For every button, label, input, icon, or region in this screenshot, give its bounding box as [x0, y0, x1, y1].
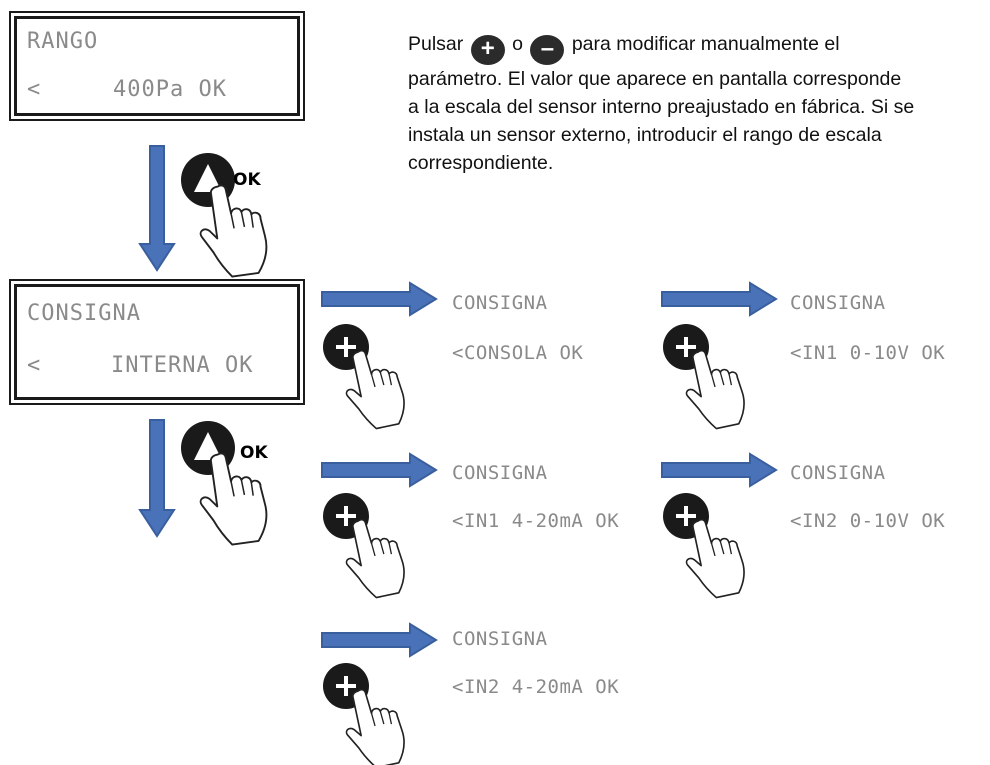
option-5-title: CONSIGNA [452, 628, 548, 650]
option-2-value: <IN1 0-10V OK [790, 342, 946, 364]
instr-line3: a la escala del sensor interno preajusta… [408, 96, 915, 118]
instr-line5: correspondiente. [408, 152, 554, 174]
consigna-value: INTERNA OK [111, 353, 254, 378]
option-3-value: <IN1 4-20mA OK [452, 510, 620, 532]
rango-title: RANGO [27, 29, 99, 54]
instr-pulsar: Pulsar [408, 33, 464, 55]
option-1-value: <CONSOLA OK [452, 342, 584, 364]
option-3-title: CONSIGNA [452, 462, 548, 484]
rango-value: 400Pa OK [113, 77, 227, 102]
instr-or: o [512, 33, 523, 55]
option-1-title: CONSIGNA [452, 292, 548, 314]
option-5-value: <IN2 4-20mA OK [452, 676, 620, 698]
option-4-value: <IN2 0-10V OK [790, 510, 946, 532]
consigna-display: CONSIGNA < INTERNA OK [9, 279, 305, 405]
instructions-text: Pulsar + o – para modificar manualmente … [408, 30, 988, 177]
option-4-title: CONSIGNA [790, 462, 886, 484]
instr-line2: parámetro. El valor que aparece en panta… [408, 68, 902, 90]
rango-left-arrow: < [27, 77, 42, 102]
consigna-left-arrow: < [27, 353, 42, 378]
rango-display: RANGO < 400Pa OK [9, 11, 305, 121]
consigna-title: CONSIGNA [27, 301, 141, 326]
ok-label-1: OK [233, 170, 261, 190]
instr-line4: instala un sensor externo, introducir el… [408, 124, 882, 146]
ok-label-2: OK [240, 443, 268, 463]
option-2-title: CONSIGNA [790, 292, 886, 314]
minus-button-icon: – [530, 35, 565, 65]
plus-button-icon: + [470, 35, 505, 65]
instr-line1: para modificar manualmente el [571, 33, 840, 55]
